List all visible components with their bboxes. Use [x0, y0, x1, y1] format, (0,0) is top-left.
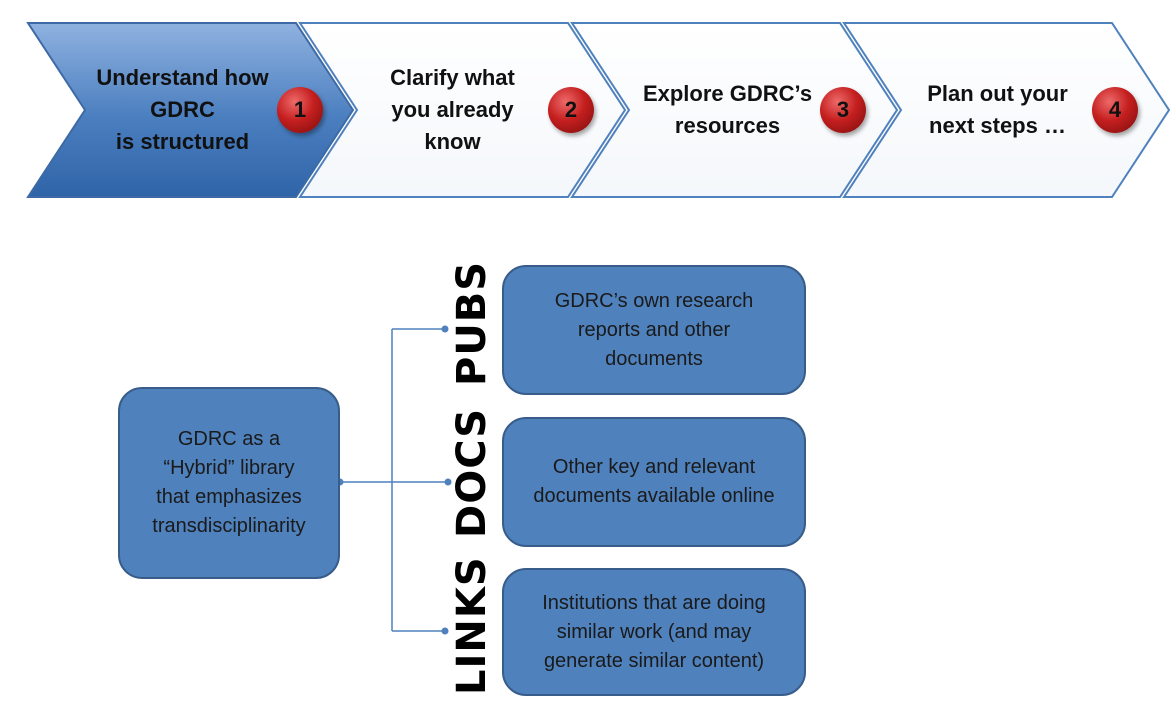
- step-3-number-badge: 3: [820, 87, 866, 133]
- step-1-number-badge: 1: [277, 87, 323, 133]
- branch-label-links: LINKS: [449, 556, 495, 695]
- step-2-number-badge: 2: [548, 87, 594, 133]
- step-4-number-badge: 4: [1092, 87, 1138, 133]
- step-4-chevron: [842, 22, 1171, 198]
- connector-dots: [336, 325, 452, 635]
- branch-label-pubs: PUBS: [449, 260, 495, 386]
- branch-box-docs: Other key and relevant documents availab…: [502, 417, 806, 547]
- step-2-label: Clarify what you already know: [390, 65, 515, 154]
- step-1-label: Understand how GDRC is structured: [96, 65, 269, 154]
- step-3-label: Explore GDRC’s resources: [642, 81, 813, 138]
- step-2-chevron: [298, 22, 627, 198]
- branch-label-docs: DOCS: [449, 407, 495, 538]
- branch-box-pubs: GDRC’s own research reports and other do…: [502, 265, 806, 395]
- step-1-chevron: [26, 22, 355, 198]
- branch-box-links: Institutions that are doing similar work…: [502, 568, 806, 696]
- step-4-label: Plan out your next steps …: [927, 81, 1068, 138]
- root-node: GDRC as a “Hybrid” library that emphasiz…: [118, 387, 340, 579]
- hierarchy-connectors: [340, 328, 448, 632]
- step-3-chevron: [570, 22, 899, 198]
